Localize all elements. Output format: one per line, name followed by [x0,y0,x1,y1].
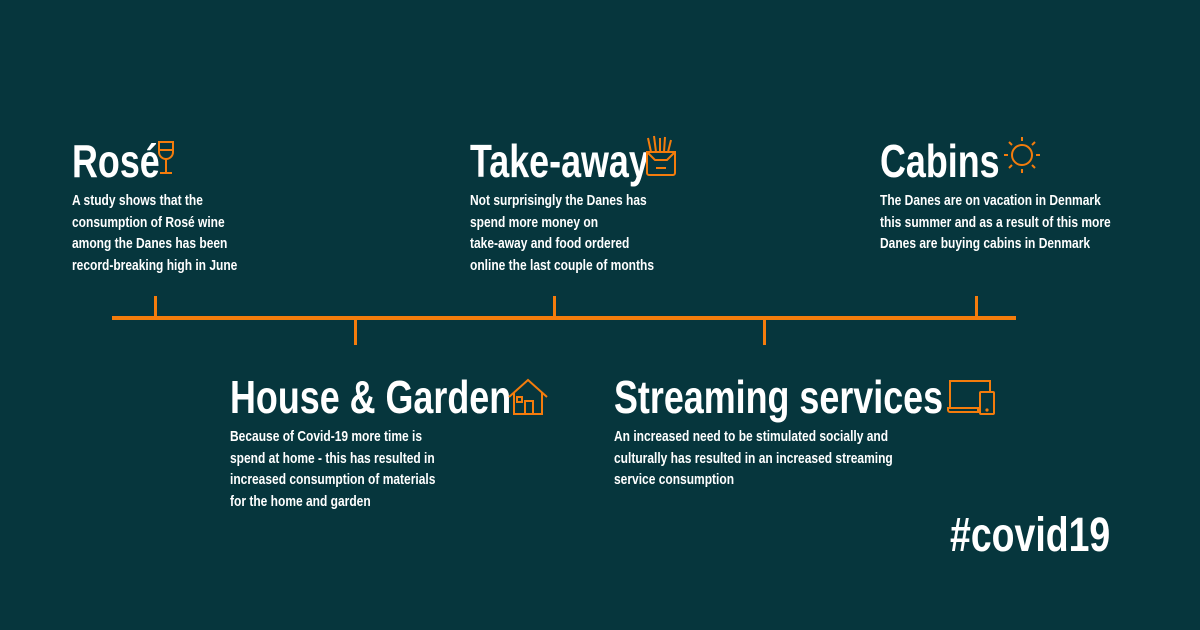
description-line: for the home and garden [230,492,371,510]
description-line: service consumption [614,471,735,488]
sun-icon [1004,137,1040,173]
event-title: House & Garden [230,371,512,423]
event-description: The Danes are on vacation in Denmark thi… [880,190,1111,255]
description-line: An increased need to be stimulated socia… [614,428,889,445]
description-line: record-breaking high in June [72,256,238,274]
wine-glass-icon [158,141,174,174]
house-icon [508,378,548,415]
event-streaming-services: Streaming services An increased need to … [614,374,1036,491]
description-line: spend more money on [470,213,599,231]
timeline-tick-rose [154,296,157,318]
timeline-tick-take-away [553,296,556,318]
event-title: Streaming services [614,371,944,423]
event-description: An increased need to be stimulated socia… [614,426,952,491]
description-line: Because of Covid-19 more time is [230,428,423,445]
description-line: culturally has resulted in an increased … [614,449,893,467]
hashtag: #covid19 [950,509,1111,562]
event-description: Not surprisingly the Danes has spend mor… [470,190,654,276]
devices-icon [947,380,995,415]
event-title: Rosé [72,135,160,187]
event-description: A study shows that the consumption of Ro… [72,190,237,276]
fries-icon [646,135,676,176]
description-line: Not surprisingly the Danes has [470,192,647,209]
event-house-garden: House & Garden Because of Covid-19 more … [230,374,590,512]
event-cabins: Cabins The Danes are on vacation in Denm… [880,138,1168,255]
description-line: The Danes are on vacation in Denmark [880,192,1101,209]
description-line: among the Danes has been [72,235,228,252]
event-description: Because of Covid-19 more time is spend a… [230,426,518,512]
timeline-tick-streaming [763,318,766,345]
description-line: take-away and food ordered [470,235,630,252]
timeline-axis [112,316,1016,320]
description-line: consumption of Rosé wine [72,213,225,231]
timeline-tick-house-garden [354,318,357,345]
event-title: Take-away [470,135,649,187]
description-line: online the last couple of months [470,256,655,274]
event-title: Cabins [880,135,1000,187]
event-rose: Rosé A study shows that the consumption … [72,138,279,276]
event-take-away: Take-away Not surprisingly the Danes has… [470,138,700,276]
description-line: increased consumption of materials [230,471,436,488]
description-line: spend at home - this has resulted in [230,449,435,467]
description-line: Danes are buying cabins in Denmark [880,235,1091,252]
timeline-tick-cabins [975,296,978,318]
description-line: A study shows that the [72,192,203,209]
description-line: this summer and as a result of this more [880,213,1111,231]
